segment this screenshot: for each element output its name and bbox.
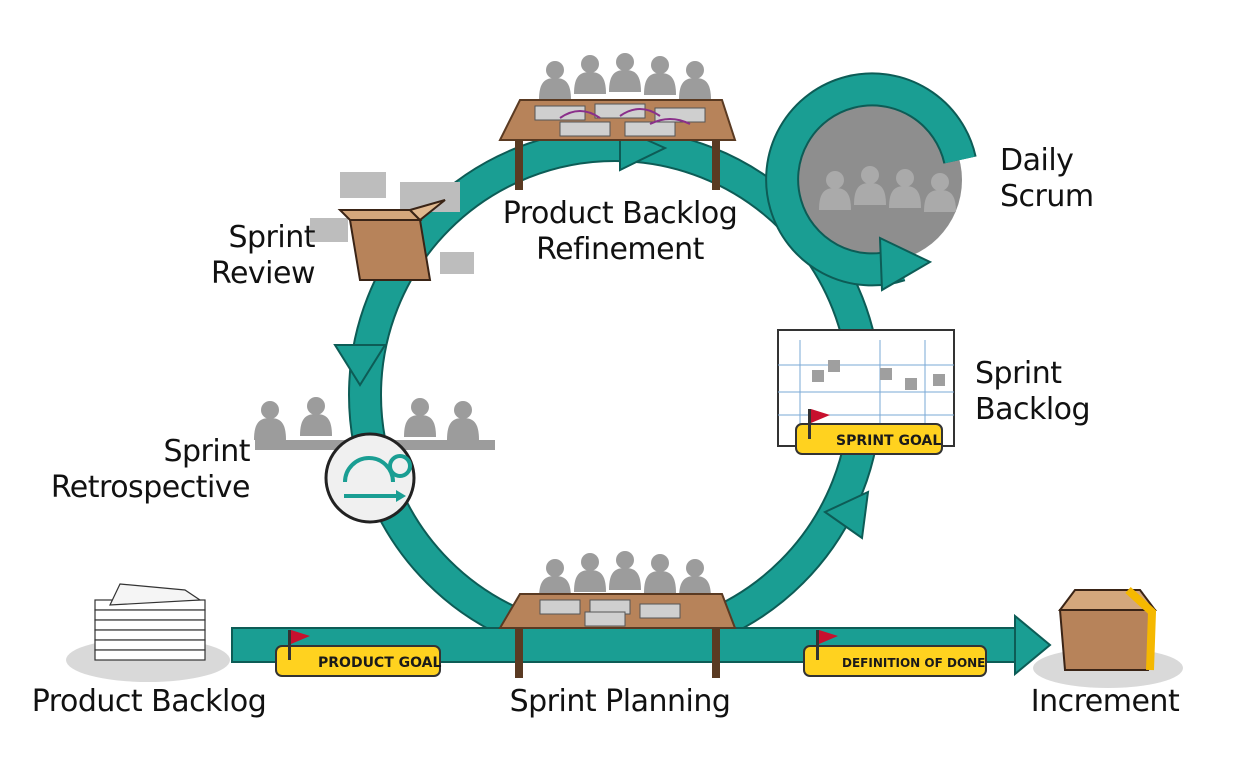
definition-of-done-label: DEFINITION OF DONE [842, 656, 985, 670]
daily-scrum-loop [765, 72, 977, 292]
product-goal-badge: PRODUCT GOAL [275, 630, 441, 677]
retrospective-group-icon [254, 397, 495, 524]
sprint-planning-table-icon [498, 551, 737, 678]
refinement-table-icon [498, 53, 737, 190]
sprint-planning-label: Sprint Planning [509, 684, 731, 719]
product-backlog-label: Product Backlog [31, 684, 267, 719]
product-backlog-stack-icon [66, 583, 230, 682]
retrospective-icon [324, 432, 416, 524]
definition-of-done-badge: DEFINITION OF DONE [803, 630, 987, 677]
increment-label: Increment [1030, 684, 1180, 719]
cycle-arrowhead-right [823, 490, 870, 540]
increment-box-icon [1033, 587, 1183, 688]
sprint-goal-label: SPRINT GOAL [836, 433, 941, 449]
sprint-retrospective-label: Sprint Retrospective [50, 434, 251, 505]
sprint-review-box-icon [310, 172, 474, 281]
sprint-backlog-label: Sprint Backlog [975, 356, 1091, 427]
cycle-arrowhead-left [333, 344, 387, 387]
daily-scrum-label: Daily Scrum [1000, 143, 1094, 214]
sprint-review-label: Sprint Review [210, 220, 316, 291]
product-goal-label: PRODUCT GOAL [318, 655, 441, 671]
product-backlog-refinement-label: Product Backlog Refinement [502, 196, 738, 267]
sprint-goal-badge: SPRINT GOAL [795, 409, 943, 455]
